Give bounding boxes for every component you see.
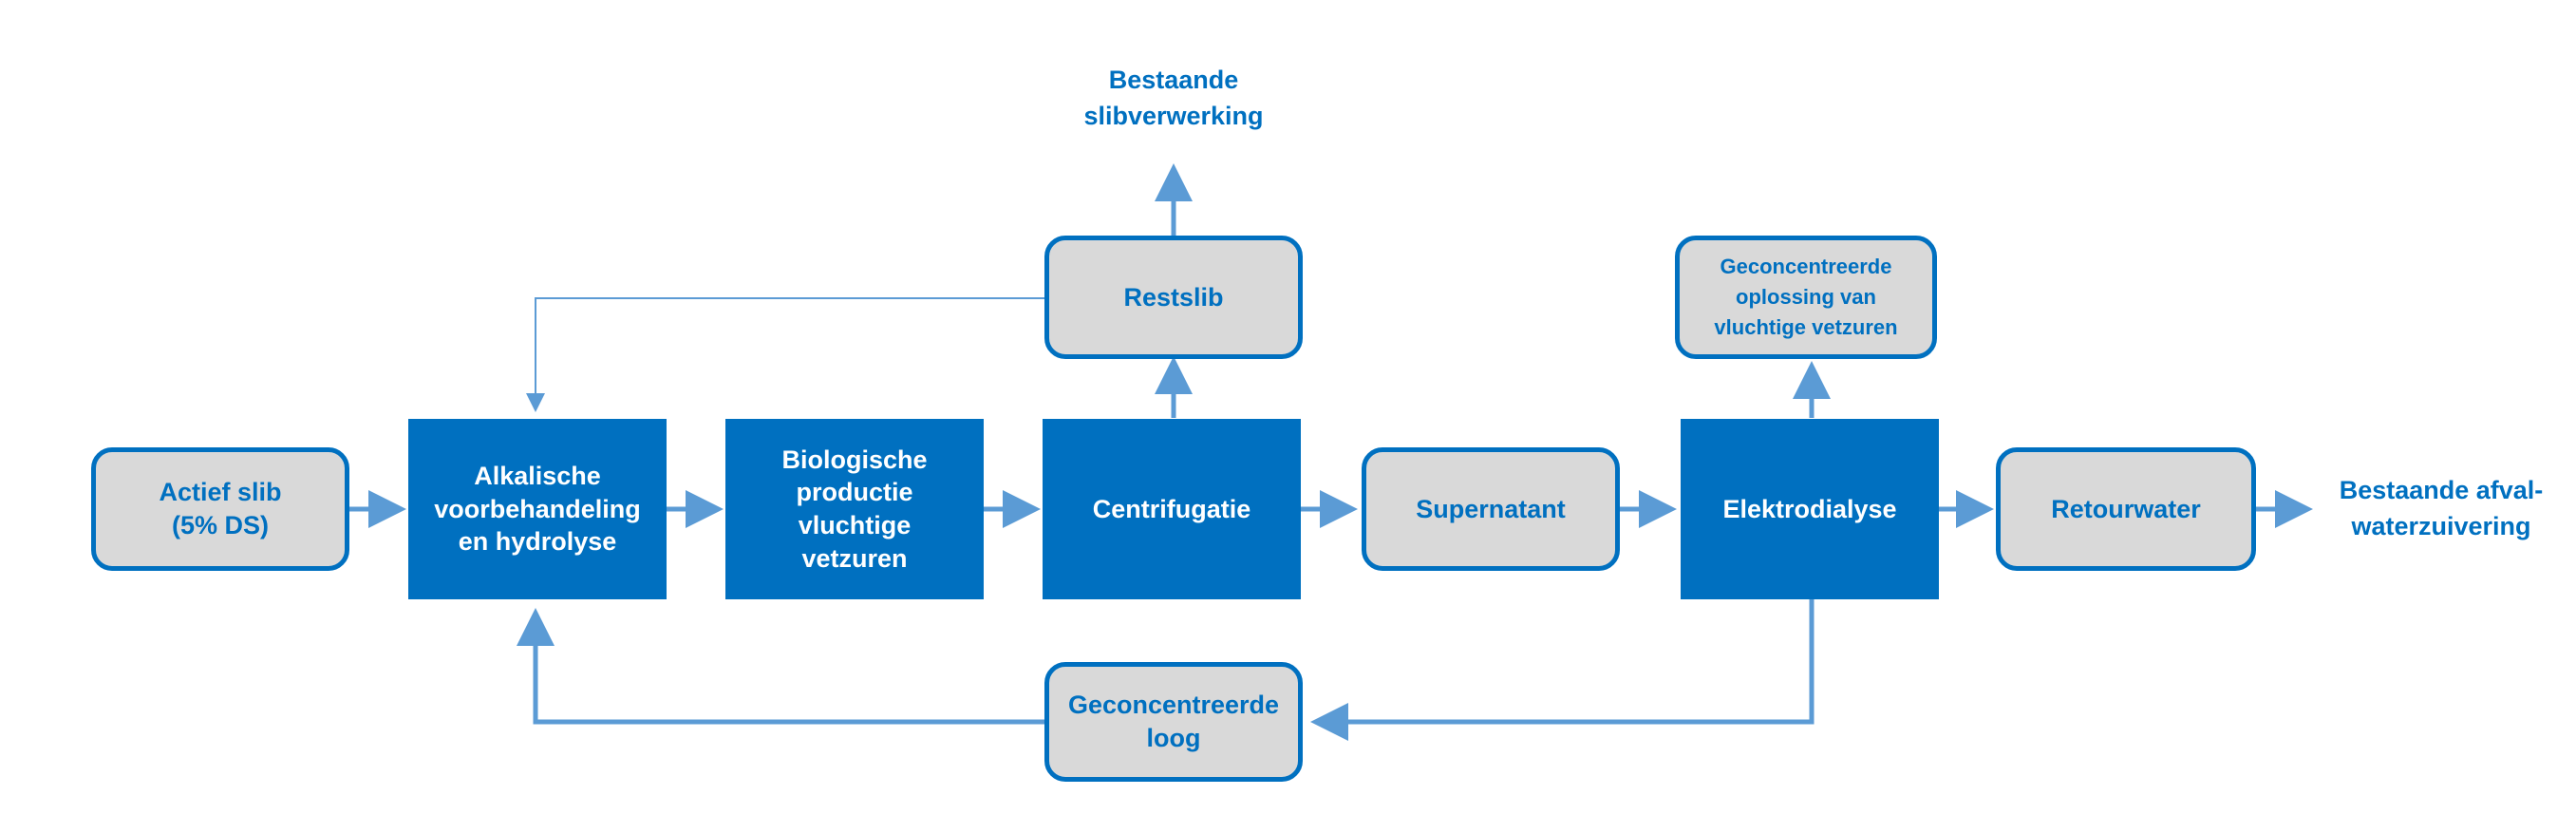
restslib-box: Restslib (1044, 236, 1303, 359)
output-afvalwaterzuivering-label: Bestaande afval- waterzuivering (2339, 476, 2544, 540)
biologische-productie-box: Biologische productie vluchtige vetzuren (725, 419, 984, 599)
arrow-restslib-to-alkalische (526, 297, 1044, 412)
output-slibverwerking-label: Bestaande slibverwerking (1083, 66, 1264, 130)
retourwater-box: Retourwater (1996, 447, 2256, 571)
geconcentreerde-loog-box: Geconcentreerde loog (1044, 662, 1303, 782)
elektrodialyse-box: Elektrodialyse (1681, 419, 1939, 599)
geconcentreerde-oplossing-box: Geconcentreerde oplossing van vluchtige … (1675, 236, 1937, 359)
centrifugatie-box: Centrifugatie (1043, 419, 1301, 599)
arrow-loog-to-alkalische (517, 608, 1044, 725)
arrow-elektrodialyse-to-loog (1310, 598, 1814, 741)
actief-slib-box: Actief slib (5% DS) (91, 447, 349, 571)
supernatant-box: Supernatant (1362, 447, 1620, 571)
alkalische-voorbehandeling-box: Alkalische voorbehandeling en hydrolyse (408, 419, 667, 599)
